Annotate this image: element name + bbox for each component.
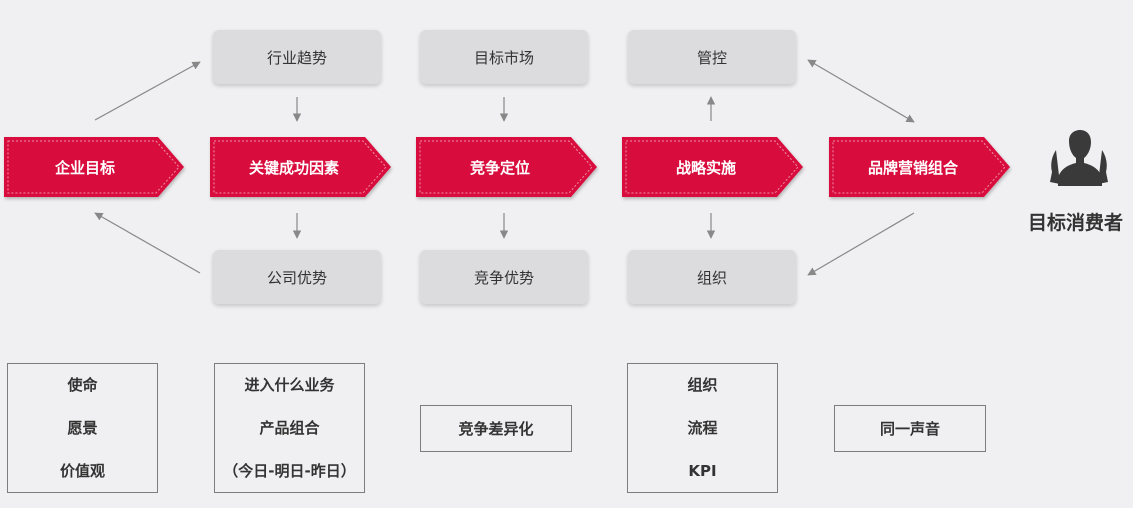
note-box-5: 同一声音 — [834, 405, 986, 452]
note-box-3: 竞争差异化 — [420, 405, 572, 452]
note-line: 愿景 — [67, 418, 98, 437]
top-box-3: 管控 — [628, 30, 796, 84]
note-line: 竞争差异化 — [458, 419, 534, 438]
flow-arrow-outline — [625, 140, 799, 194]
connector-line — [94, 212, 201, 274]
bottom-box-2: 竞争优势 — [420, 250, 588, 304]
flow-arrow-outline — [213, 140, 387, 194]
flow-step-label: 企业目标 — [54, 158, 115, 177]
people-icon — [1050, 130, 1108, 186]
note-box-2: 进入什么业务 产品组合 （今日-明日-昨日） — [214, 363, 365, 493]
box-label: 组织 — [696, 268, 727, 287]
bottom-box-3: 组织 — [628, 250, 796, 304]
note-line: KPI — [688, 461, 717, 480]
flow-step-label: 战略实施 — [675, 158, 736, 177]
note-line: 同一声音 — [879, 419, 940, 438]
note-line: 流程 — [687, 418, 718, 437]
note-line: 价值观 — [59, 461, 105, 480]
note-line: 组织 — [687, 375, 718, 394]
flow-arrow-outline — [7, 140, 180, 194]
top-box-2: 目标市场 — [420, 30, 588, 84]
top-box-1: 行业趋势 — [213, 30, 381, 84]
flow-arrow-shape — [829, 137, 1010, 197]
note-line: 使命 — [67, 375, 98, 394]
consumer-label: 目标消费者 — [1027, 212, 1123, 234]
flow-arrow-outline — [832, 140, 1006, 194]
flow-step-3: 竞争定位 — [416, 137, 584, 197]
flow-step-2: 关键成功因素 — [210, 137, 378, 197]
flow-step-label: 关键成功因素 — [248, 158, 339, 177]
box-label: 行业趋势 — [266, 48, 327, 67]
box-label: 竞争优势 — [473, 268, 534, 287]
box-label: 管控 — [696, 48, 727, 67]
flow-step-label: 品牌营销组合 — [867, 158, 958, 177]
flow-step-label: 竞争定位 — [469, 158, 530, 177]
box-label: 公司优势 — [266, 268, 327, 287]
flow-step-4: 战略实施 — [622, 137, 790, 197]
flow-step-5: 品牌营销组合 — [829, 137, 997, 197]
flow-arrow-shape — [416, 137, 597, 197]
connector-line — [807, 212, 915, 276]
connector-line — [94, 61, 201, 121]
flow-arrow-shape — [4, 137, 184, 197]
flow-arrow-outline — [419, 140, 593, 194]
flow-step-1: 企业目标 — [4, 137, 166, 197]
note-line: （今日-明日-昨日） — [223, 461, 356, 480]
note-box-4: 组织 流程 KPI — [627, 363, 778, 493]
connector-line — [807, 59, 915, 123]
flow-arrow-shape — [622, 137, 803, 197]
flow-arrow-shape — [210, 137, 391, 197]
box-label: 目标市场 — [473, 48, 534, 67]
note-line: 产品组合 — [259, 418, 320, 437]
note-line: 进入什么业务 — [244, 375, 335, 394]
bottom-box-1: 公司优势 — [213, 250, 381, 304]
note-box-1: 使命 愿景 价值观 — [7, 363, 158, 493]
